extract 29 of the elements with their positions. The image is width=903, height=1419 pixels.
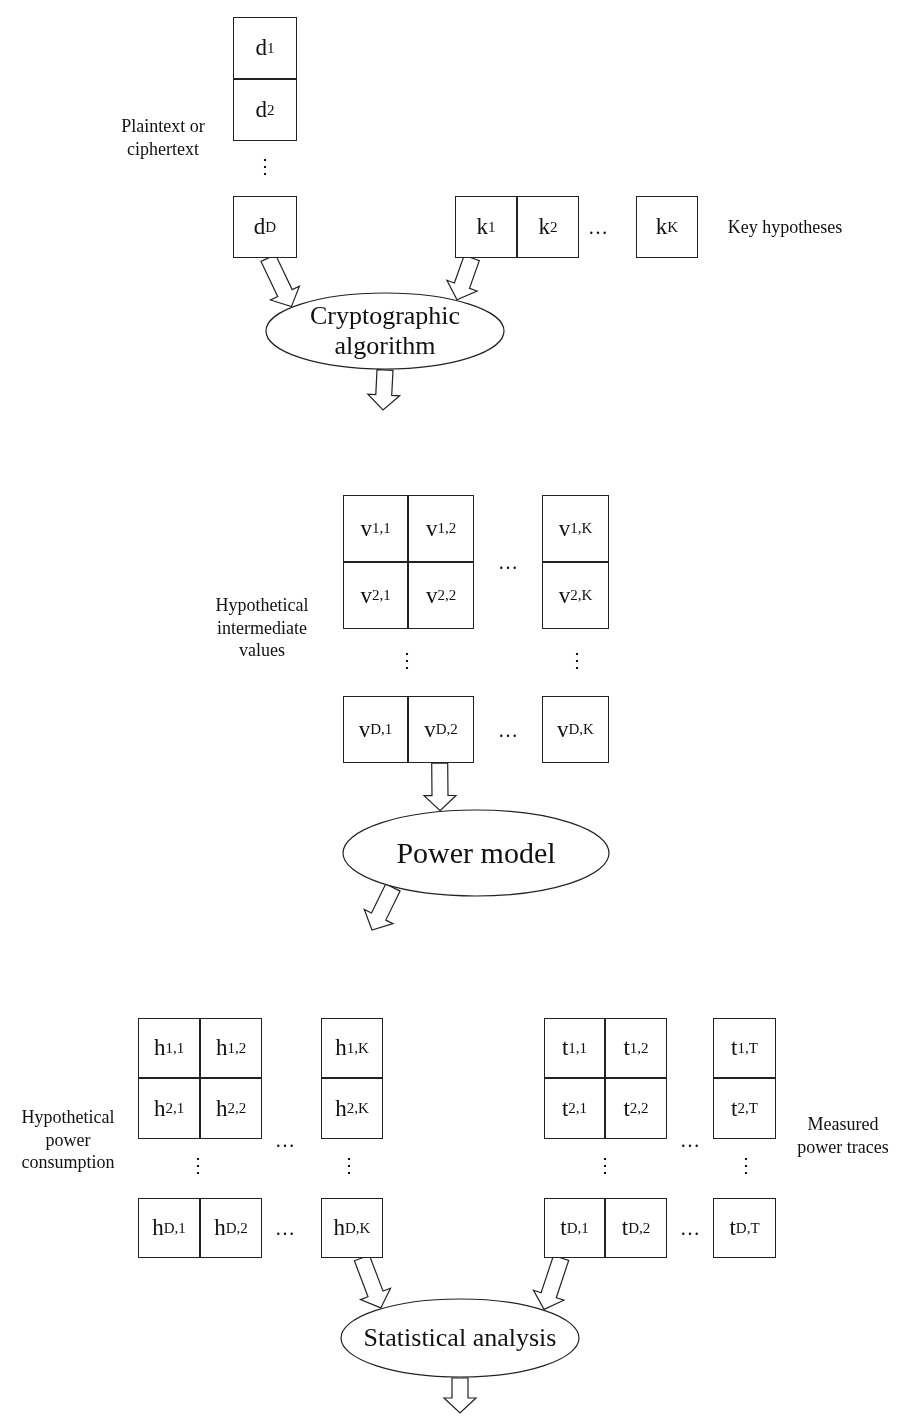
ellipsis-mark: … [588,217,608,237]
block-arrow [422,762,458,812]
side-label: Key hypotheses [726,215,844,239]
ellipsis-mark: ⋮ [736,1155,756,1175]
block-arrow [442,1377,478,1414]
ellipsis-mark: … [275,1218,295,1238]
ellipsis-mark: ⋮ [188,1155,208,1175]
side-label: Hypothetical power consumption [20,1106,116,1174]
ellipsis-mark: … [498,552,518,572]
ellipsis-mark: ⋮ [255,156,275,176]
block-arrow [363,883,401,931]
side-label: Hypothetical intermediate values [214,594,310,662]
process-ellipse [342,809,610,897]
process-label: Power model [395,835,557,871]
side-label: Measured power traces [796,1112,890,1158]
ellipsis-mark: ⋮ [595,1155,615,1175]
process-label: Cryptographic algorithm [308,301,462,361]
ellipsis-mark: … [498,720,518,740]
ellipsis-mark: ⋮ [397,650,417,670]
ellipsis-mark: … [275,1130,295,1150]
ellipsis-mark: ⋮ [339,1155,359,1175]
process-label: Statistical analysis [362,1323,558,1353]
block-arrow [366,368,402,411]
process-ellipse [340,1298,580,1378]
ellipsis-mark: … [680,1130,700,1150]
side-label: Plaintext or ciphertext [120,114,206,160]
ellipsis-mark: ⋮ [567,650,587,670]
process-ellipse [265,292,505,370]
ellipsis-mark: … [680,1218,700,1238]
